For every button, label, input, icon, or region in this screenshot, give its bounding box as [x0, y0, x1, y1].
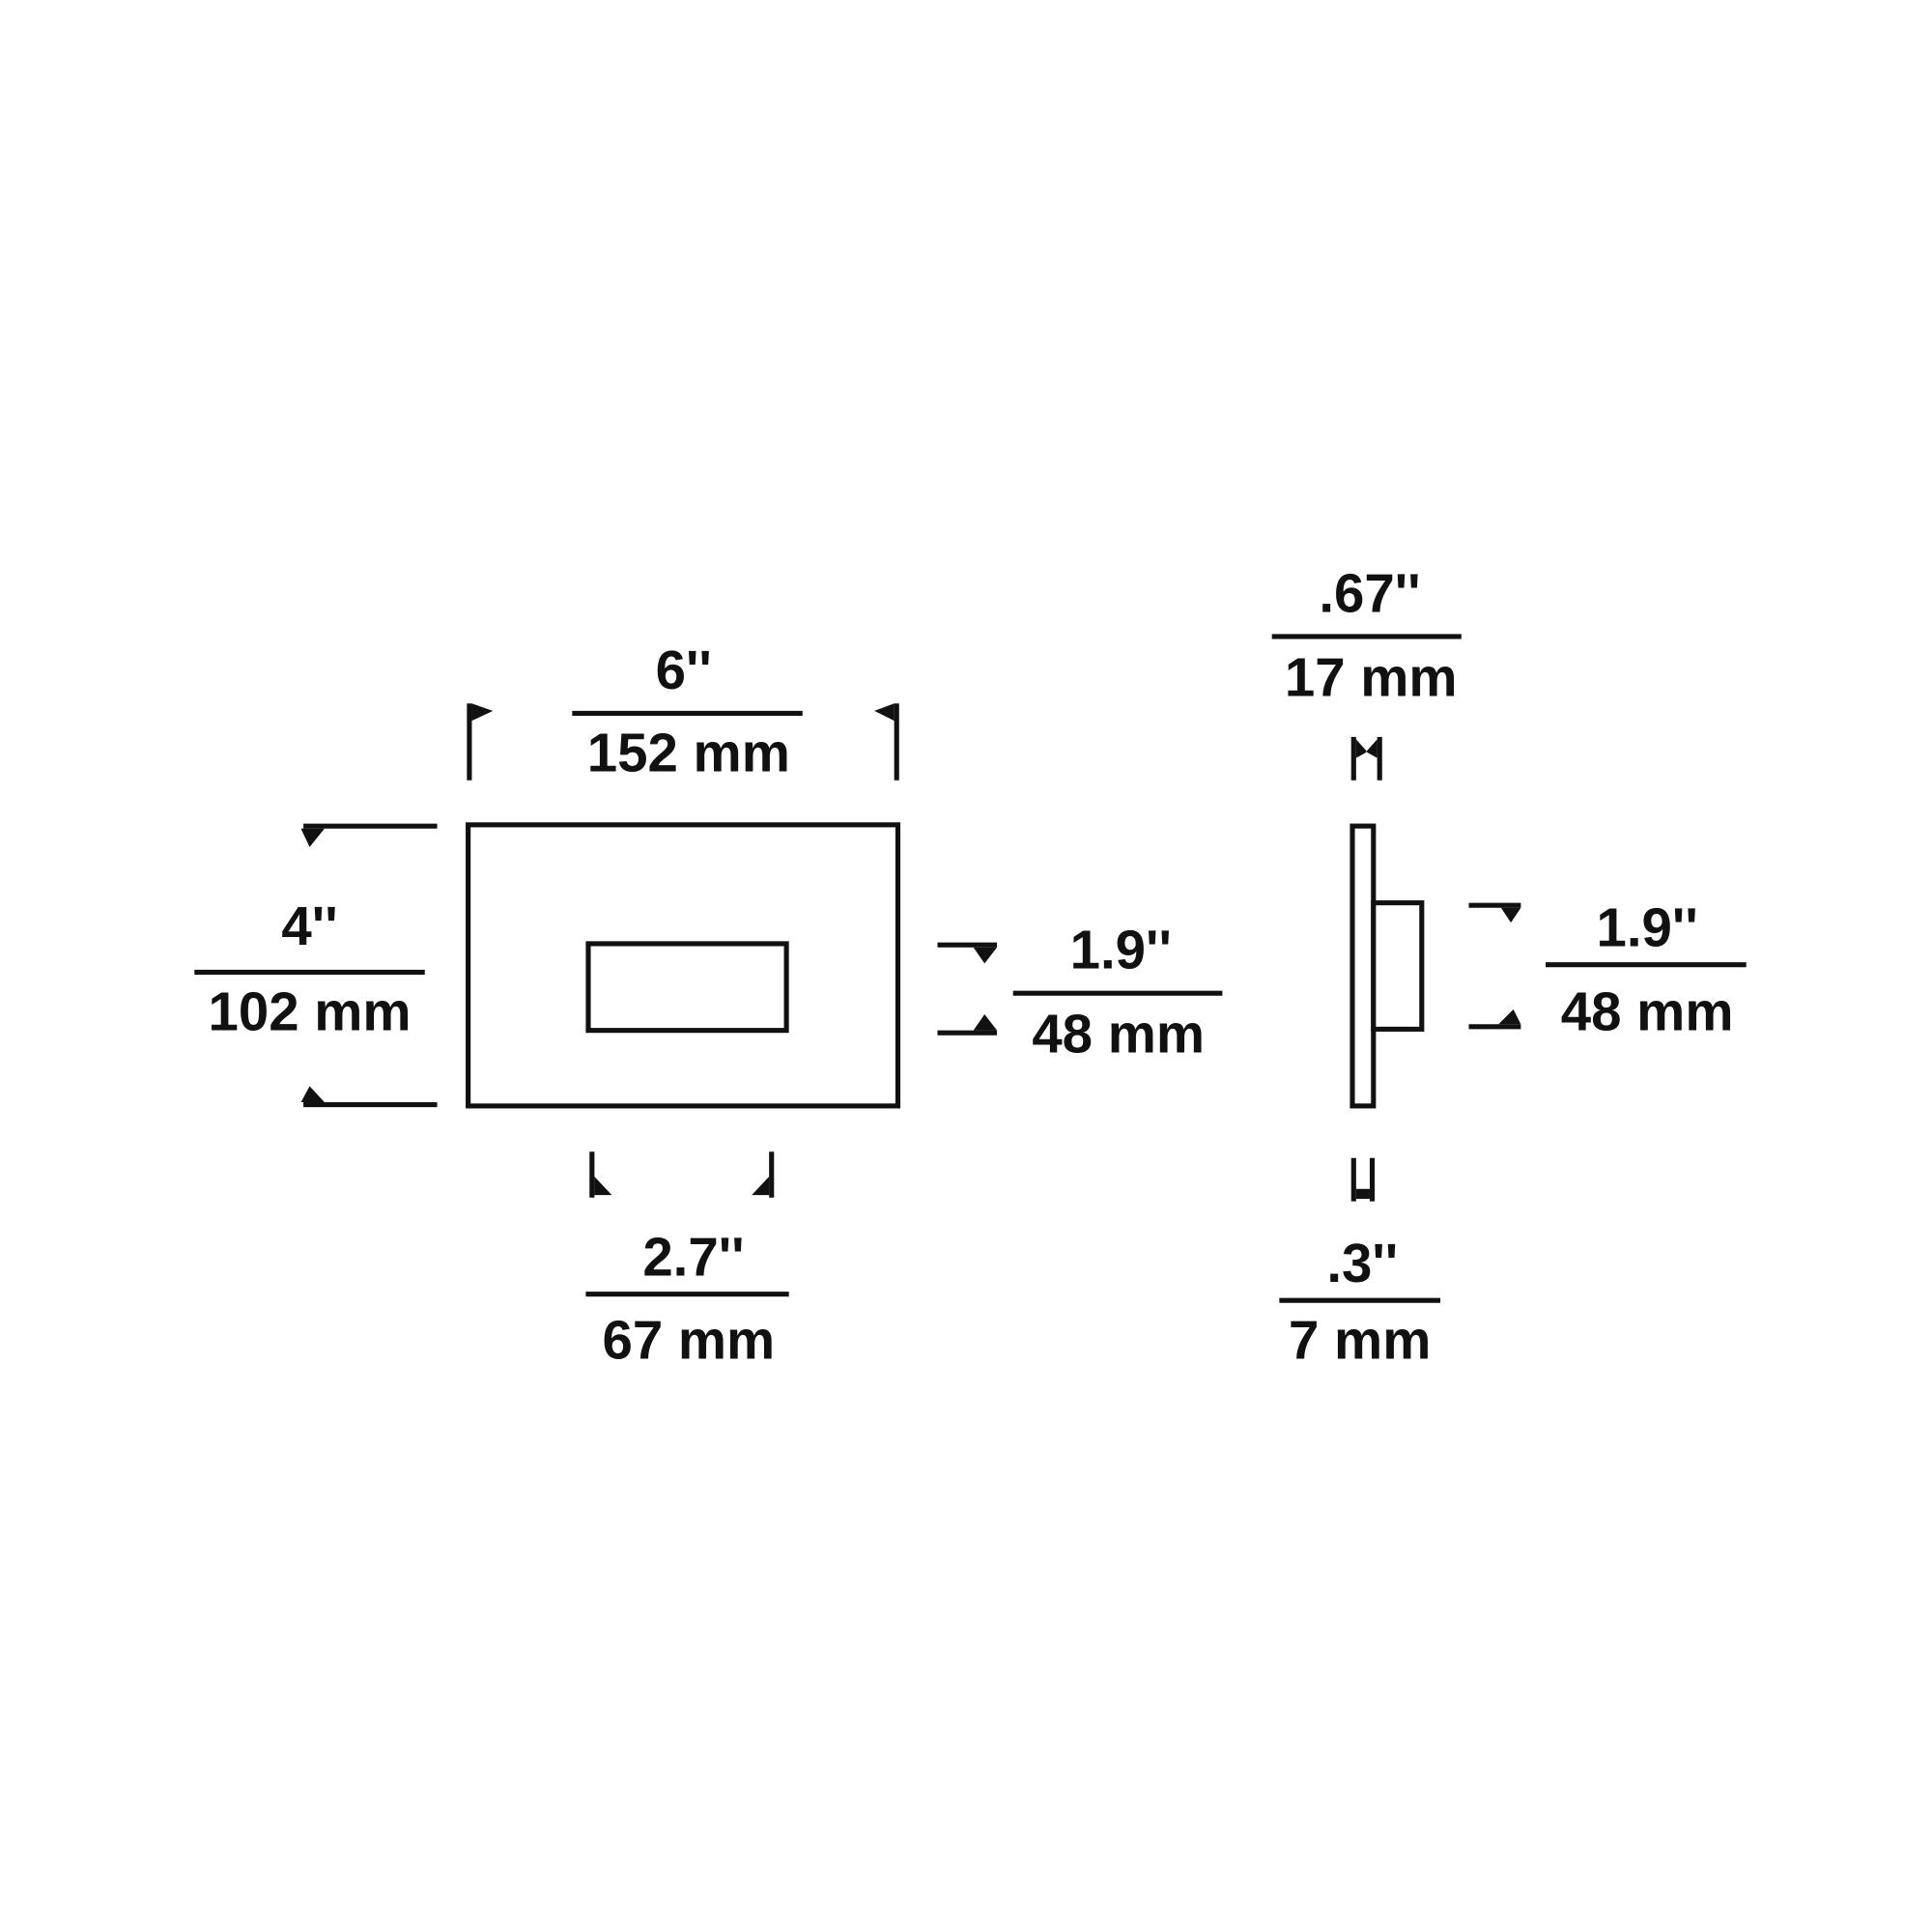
- side-view: .67'' 17 mm .3'' 7 mm 1.9'' 48 mm: [1271, 562, 1747, 1370]
- front-view: 6'' 152 mm 4'' 102 mm 1.9'' 48 mm 2.7'': [194, 639, 1223, 1370]
- depth-inches: .67'': [1319, 562, 1420, 623]
- aperture-outline: [585, 941, 789, 1034]
- housing-height-dimension: 1.9'' 48 mm: [1468, 896, 1747, 1042]
- aperture-width-inches: 2.7'': [642, 1227, 744, 1288]
- width-mm: 152 mm: [587, 723, 790, 783]
- faceplate-thickness-dimension: .3'' 7 mm: [1279, 1157, 1441, 1370]
- aperture-height-dimension: 1.9'' 48 mm: [937, 920, 1223, 1065]
- width-dimension: 6'' 152 mm: [467, 639, 899, 783]
- depth-dimension: .67'' 17 mm: [1271, 562, 1462, 781]
- aperture-height-inches: 1.9'': [1070, 920, 1172, 980]
- aperture-width-dimension: 2.7'' 67 mm: [585, 1151, 789, 1370]
- side-faceplate-outline: [1350, 823, 1377, 1109]
- faceplate-inches: .3'': [1326, 1233, 1398, 1293]
- height-dimension: 4'' 102 mm: [194, 823, 438, 1108]
- depth-mm: 17 mm: [1285, 647, 1458, 708]
- faceplate-mm: 7 mm: [1289, 1309, 1431, 1370]
- width-inches: 6'': [656, 639, 712, 700]
- aperture-height-mm: 48 mm: [1032, 1004, 1205, 1065]
- height-inches: 4'': [281, 895, 337, 956]
- side-housing-outline: [1371, 900, 1425, 1032]
- housing-height-mm: 48 mm: [1561, 981, 1734, 1042]
- height-mm: 102 mm: [208, 981, 411, 1042]
- aperture-width-mm: 67 mm: [602, 1309, 775, 1370]
- housing-height-inches: 1.9'': [1597, 896, 1698, 957]
